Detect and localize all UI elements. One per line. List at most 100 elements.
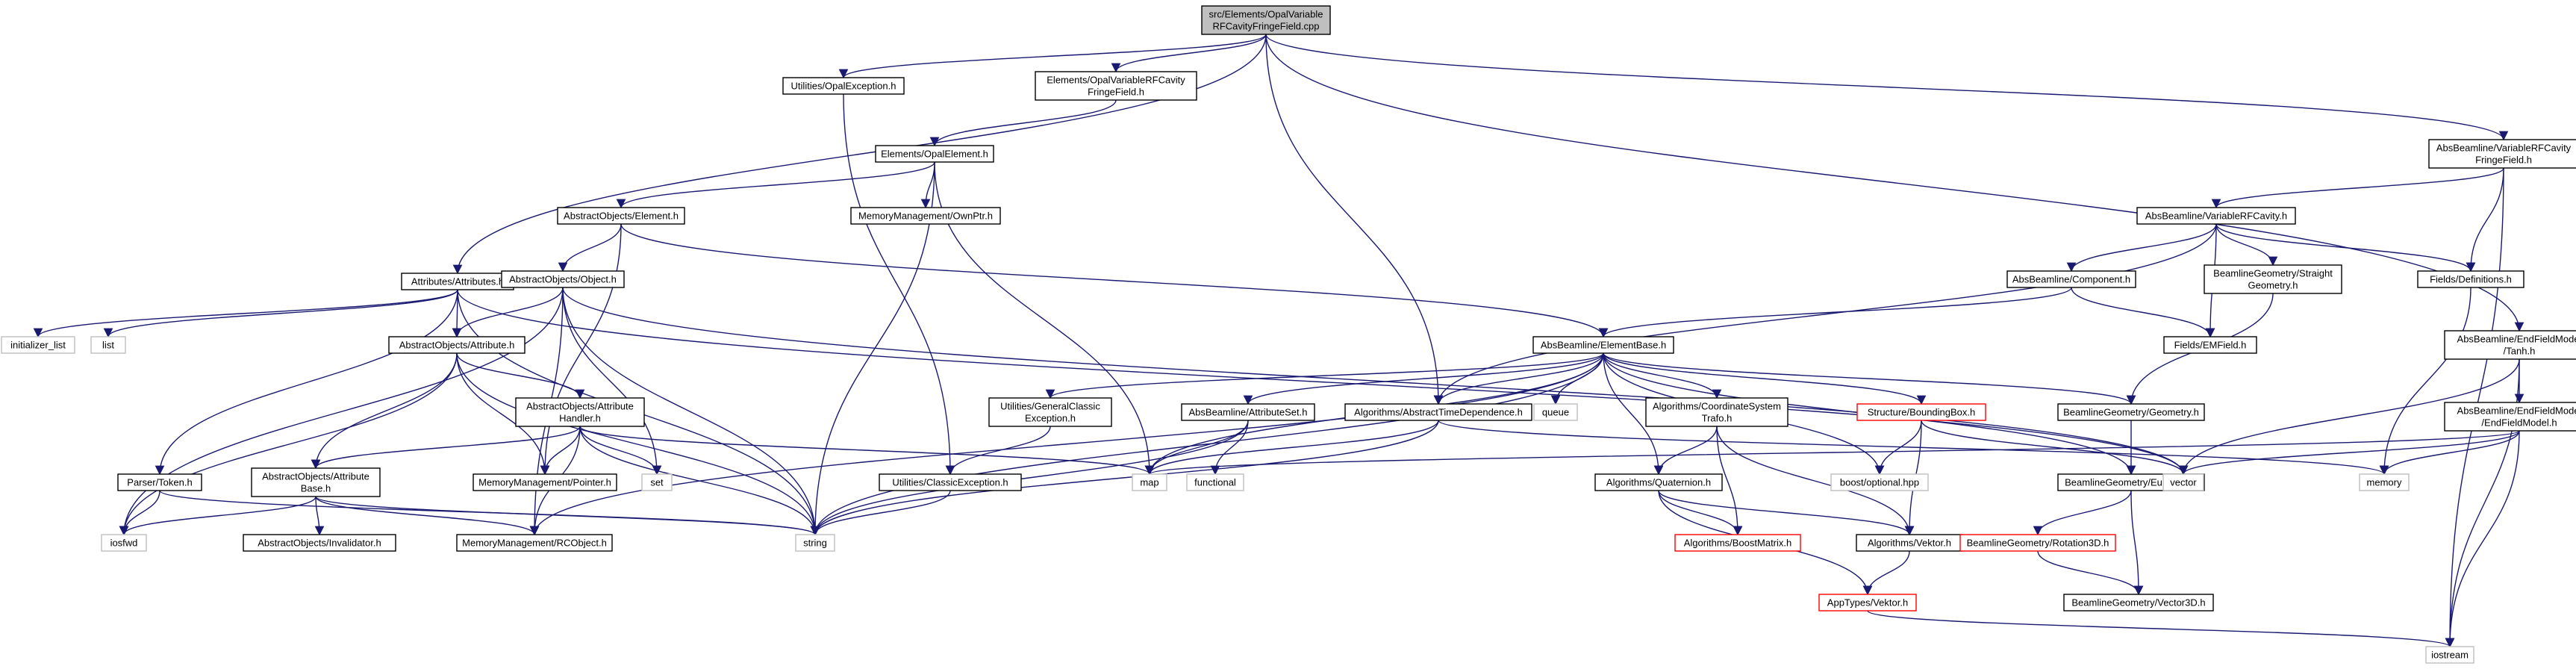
include-edge [2215, 223, 2476, 273]
node-label: initializer_list [10, 340, 66, 351]
node-abstimedep[interactable]: Algorithms/AbstractTimeDependence.h [1344, 403, 1532, 421]
node-functional: functional [1186, 473, 1244, 491]
include-edge [529, 352, 1604, 536]
node-quaternion[interactable]: Algorithms/Quaternion.h [1594, 473, 1723, 491]
node-geometry[interactable]: BeamlineGeometry/Geometry.h [2057, 403, 2205, 421]
node-classicexc[interactable]: Utilities/ClassicException.h [879, 473, 1022, 491]
node-queue: queue [1533, 403, 1578, 421]
node-label: Algorithms/BoostMatrix.h [1684, 538, 1792, 549]
node-box [2428, 139, 2576, 169]
include-edge [456, 352, 820, 536]
node-emfield[interactable]: Fields/EMField.h [2163, 336, 2257, 354]
node-absvarfringe[interactable]: AbsBeamline/VariableRFCavityFringeField.… [2428, 139, 2576, 169]
include-edge [562, 287, 2189, 476]
include-edge [1433, 352, 1604, 405]
node-elementbase[interactable]: AbsBeamline/ElementBase.h [1532, 336, 1674, 354]
node-label: BeamlineGeometry/Geometry.h [2063, 407, 2199, 418]
node-vector: vector [2162, 473, 2204, 491]
include-edge [1111, 34, 1267, 73]
node-box [1674, 534, 1801, 552]
node-attributes[interactable]: Attributes/Attributes.h [401, 273, 514, 290]
node-box [101, 534, 147, 552]
node-attrset[interactable]: AbsBeamline/AttributeSet.h [1181, 403, 1315, 421]
include-edge [119, 496, 316, 536]
include-edge [616, 161, 935, 209]
node-parsertoken[interactable]: Parser/Token.h [117, 473, 202, 491]
include-edge [2178, 358, 2520, 476]
node-label: map [1140, 477, 1158, 488]
node-label: Utilities/GeneralClassic [1000, 401, 1100, 412]
include-edge [2215, 223, 2278, 267]
node-box [850, 207, 1001, 225]
include-edge [1598, 287, 2072, 338]
node-label: Exception.h [1025, 413, 1076, 424]
node-fielddefs[interactable]: Fields/Definitions.h [2417, 270, 2524, 288]
node-tanh[interactable]: AbsBeamline/EndFieldModel/Tanh.h [2444, 330, 2576, 360]
node-vector3d[interactable]: BeamlineGeometry/Vector3D.h [2063, 594, 2214, 612]
include-edge [1603, 352, 2136, 405]
node-opalelement[interactable]: Elements/OpalElement.h [875, 145, 994, 163]
node-root[interactable]: src/Elements/OpalVariableRFCavityFringeF… [1201, 5, 1331, 35]
include-edge [1653, 426, 1718, 476]
node-boundingbox[interactable]: Structure/BoundingBox.h [1856, 403, 1986, 421]
node-label: list [102, 340, 114, 351]
node-absobjobject[interactable]: AbstractObjects/Object.h [501, 270, 625, 288]
node-invalidator[interactable]: AbstractObjects/Invalidator.h [243, 534, 396, 552]
include-edge [159, 490, 820, 536]
include-edge [2033, 490, 2132, 536]
node-label: AbsBeamline/EndFieldModel [2457, 334, 2576, 345]
node-absobjelement[interactable]: AbstractObjects/Element.h [557, 207, 685, 225]
node-opalvarfringe[interactable]: Elements/OpalVariableRFCavityFringeField… [1035, 71, 1197, 101]
include-edge [1433, 223, 2217, 405]
node-label: AbsBeamline/VariableRFCavity.h [2145, 211, 2287, 222]
node-absobjattr[interactable]: AbstractObjects/Attribute.h [388, 336, 526, 354]
node-box [388, 336, 526, 354]
include-edge [540, 223, 622, 476]
node-label: Trafo.h [1702, 413, 1733, 424]
node-label: /Tanh.h [2504, 346, 2536, 357]
include-edge [1265, 34, 2509, 141]
node-vektor[interactable]: Algorithms/Vektor.h [1856, 534, 1963, 552]
node-label: AbsBeamline/Component.h [2012, 274, 2130, 285]
node-label: Fields/Definitions.h [2430, 274, 2512, 285]
include-edge [620, 223, 1609, 338]
include-edge [456, 352, 585, 399]
include-edge [452, 34, 1267, 275]
node-box [1533, 403, 1578, 421]
node-label: string [803, 538, 827, 549]
node-box [1, 336, 75, 354]
node-box [641, 473, 673, 491]
include-edge [457, 289, 2189, 476]
include-edge [311, 352, 458, 470]
include-edge [1603, 352, 1664, 476]
node-label: Handler.h [559, 413, 601, 424]
node-box [473, 473, 617, 491]
node-box [2417, 270, 2524, 288]
node-opalexception[interactable]: Utilities/OpalException.h [782, 77, 905, 95]
include-edge [2071, 287, 2215, 338]
node-rotation3d[interactable]: BeamlineGeometry/Rotation3D.h [1959, 534, 2116, 552]
node-label: iostream [2431, 650, 2469, 661]
include-edge [33, 289, 458, 338]
node-pointer[interactable]: MemoryManagement/Pointer.h [473, 473, 617, 491]
node-label: BeamlineGeometry/Vector3D.h [2071, 597, 2205, 609]
node-boostmatrix[interactable]: Algorithms/BoostMatrix.h [1674, 534, 1801, 552]
include-edge [2066, 223, 2217, 273]
node-apptypesvektor[interactable]: AppTypes/Vektor.h [1818, 594, 1917, 612]
node-absvarcav[interactable]: AbsBeamline/VariableRFCavity.h [2136, 207, 2296, 225]
node-box [1856, 403, 1986, 421]
node-component[interactable]: AbsBeamline/Component.h [2006, 270, 2136, 288]
include-edge [1265, 34, 1444, 405]
node-rcobject[interactable]: MemoryManagement/RCObject.h [456, 534, 613, 552]
node-label: AbstractObjects/Invalidator.h [258, 538, 381, 549]
node-label: AbsBeamline/EndFieldModel [2457, 405, 2576, 417]
node-box [988, 397, 1112, 427]
node-label: Algorithms/Vektor.h [1868, 538, 1951, 549]
node-ownptr[interactable]: MemoryManagement/OwnPtr.h [850, 207, 1001, 225]
node-endfieldmodel[interactable]: AbsBeamline/EndFieldModel/EndFieldModel.… [2444, 402, 2576, 432]
